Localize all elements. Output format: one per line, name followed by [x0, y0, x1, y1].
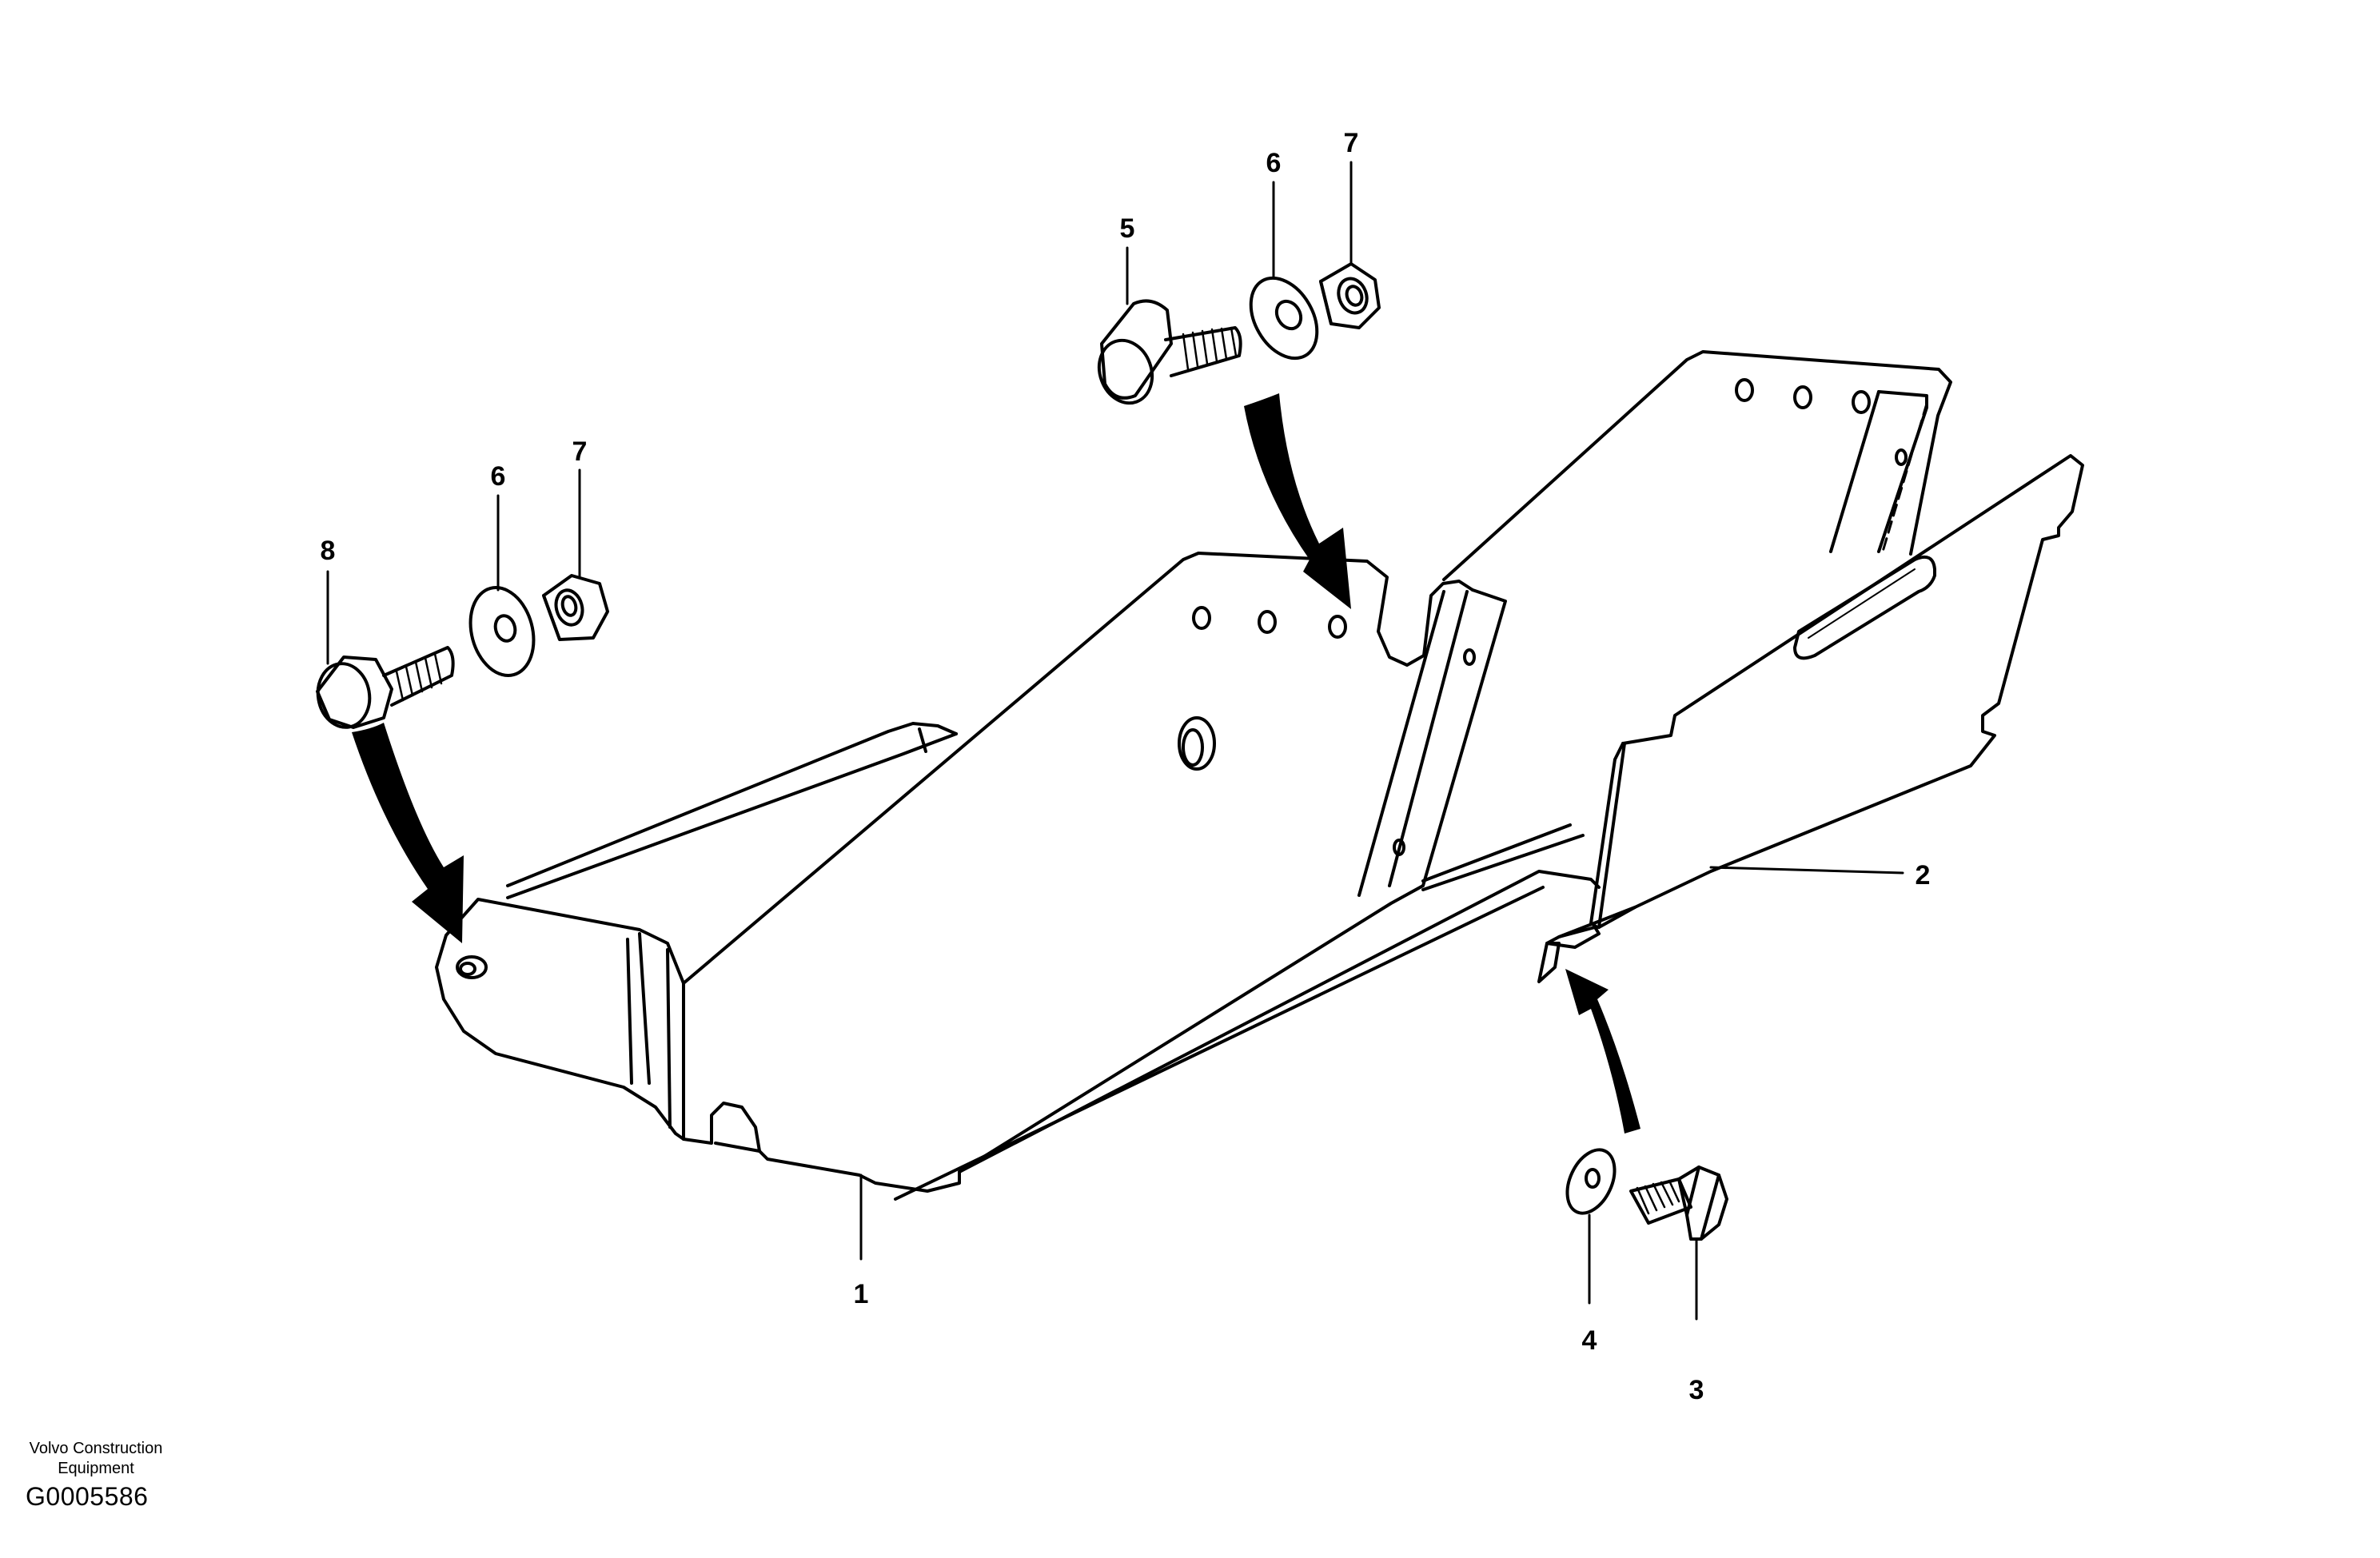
callout-1: 1 — [854, 1279, 869, 1309]
callout-2: 2 — [1916, 860, 1931, 891]
small-washer-part — [1565, 1148, 1617, 1215]
callout-8: 8 — [321, 536, 336, 566]
callout-5: 5 — [1120, 213, 1135, 244]
callout-7-upper: 7 — [1344, 128, 1359, 158]
leader-lines — [326, 161, 1904, 1321]
upper-bolt-part — [1097, 299, 1242, 405]
callout-6-upper: 6 — [1266, 148, 1282, 178]
brand-line-1: Volvo Construction — [29, 1440, 163, 1457]
callout-7-left: 7 — [572, 436, 588, 467]
callout-4: 4 — [1582, 1325, 1597, 1356]
main-bracket-part — [435, 350, 1952, 1201]
upper-nut-part — [1319, 262, 1381, 329]
left-nut-part — [542, 574, 609, 641]
upper-washer-part — [1249, 276, 1319, 361]
arrow-to-front-hole — [352, 723, 464, 943]
left-washer-part — [468, 586, 536, 677]
brand-line-2: Equipment — [58, 1460, 134, 1477]
drawing-code: G0005586 — [26, 1482, 149, 1511]
callout-6-left: 6 — [491, 461, 506, 492]
brand-caption: Volvo Construction Equipment — [0, 1439, 192, 1479]
small-bolt-part — [1629, 1166, 1728, 1241]
callout-labels: 1 2 3 4 5 6 7 6 7 8 — [321, 128, 1931, 1405]
cover-plate-part — [1537, 454, 2084, 983]
assembly-arrows — [352, 393, 1640, 1134]
callout-3: 3 — [1689, 1375, 1704, 1405]
left-bolt-part — [316, 646, 455, 729]
arrow-to-plate-notch — [1565, 969, 1640, 1134]
arrow-to-upper-slot — [1244, 393, 1351, 609]
